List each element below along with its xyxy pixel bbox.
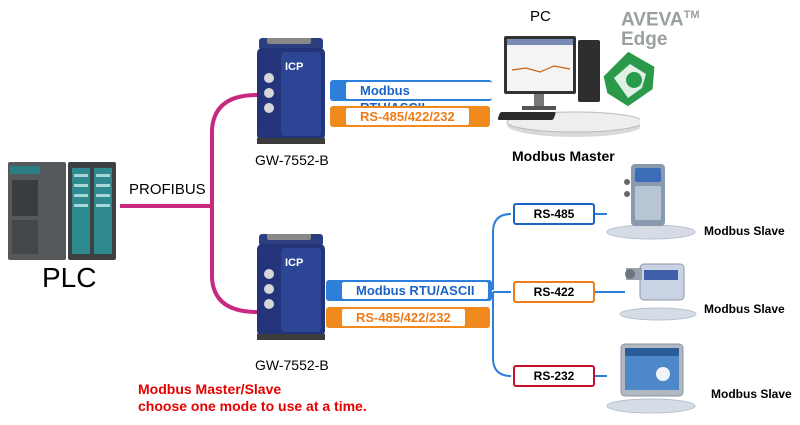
- gateway-1-protocol-band: Modbus RTU/ASCII: [330, 80, 492, 115]
- slave-device-3-image: [606, 343, 696, 414]
- plc-label: PLC: [42, 262, 97, 293]
- gateway-1-label: GW-7552-B: [255, 152, 329, 168]
- gateway-1-interface-band: RS-485/422/232: [330, 106, 490, 127]
- rs422-port-box: RS-422: [513, 281, 595, 303]
- gateway-2-image: ICP: [257, 234, 325, 340]
- gateway-1-interface-label: RS-485/422/232: [346, 108, 469, 125]
- slave-1-label: Modbus Slave: [704, 224, 785, 238]
- svg-text:ICP: ICP: [285, 257, 303, 269]
- aveva-edge-logo-text: AVEVATM Edge: [621, 5, 700, 50]
- rs232-port-box: RS-232: [513, 365, 595, 387]
- aveva-edge-icon: [600, 48, 658, 110]
- slave-link-trunk: [492, 213, 512, 290]
- gateway-2-interface-band: RS-485/422/232: [326, 307, 490, 328]
- mode-note: Modbus Master/Slave choose one mode to u…: [138, 381, 367, 415]
- rs422-port-label: RS-422: [533, 285, 575, 299]
- svg-text:ICP: ICP: [285, 61, 303, 73]
- slave-device-1-image: [606, 164, 696, 240]
- gateway-2-label: GW-7552-B: [255, 357, 329, 373]
- pc-label: PC: [530, 8, 551, 25]
- slave-3-label: Modbus Slave: [711, 387, 792, 401]
- profibus-label: PROFIBUS: [129, 181, 206, 198]
- slave-2-label: Modbus Slave: [704, 302, 785, 316]
- gateway-2-protocol-label: Modbus RTU/ASCII: [342, 282, 489, 299]
- pc-image: [497, 36, 640, 137]
- slave-device-2-image: [619, 263, 697, 321]
- profibus-bus-upper: [210, 93, 258, 206]
- rs232-port-label: RS-232: [533, 369, 575, 383]
- modbus-master-label: Modbus Master: [512, 148, 615, 164]
- gateway-1-protocol-label: Modbus RTU/ASCII: [346, 82, 492, 115]
- mode-note-line1: Modbus Master/Slave: [138, 381, 282, 397]
- gateway-1-image: ICP: [257, 38, 325, 144]
- gateway-2-protocol-band: Modbus RTU/ASCII: [326, 280, 492, 301]
- plc-device-image: [8, 162, 116, 260]
- aveva-edge: Edge: [621, 29, 668, 51]
- rs485-port-box: RS-485: [513, 203, 595, 225]
- aveva-name: AVEVA: [621, 9, 684, 31]
- aveva-tm: TM: [683, 9, 700, 21]
- rs485-port-label: RS-485: [533, 207, 575, 221]
- slave-link-232: [492, 292, 512, 377]
- gateway-2-interface-label: RS-485/422/232: [342, 309, 465, 326]
- mode-note-line2: choose one mode to use at a time.: [138, 398, 367, 414]
- profibus-bus-lower: [210, 206, 258, 314]
